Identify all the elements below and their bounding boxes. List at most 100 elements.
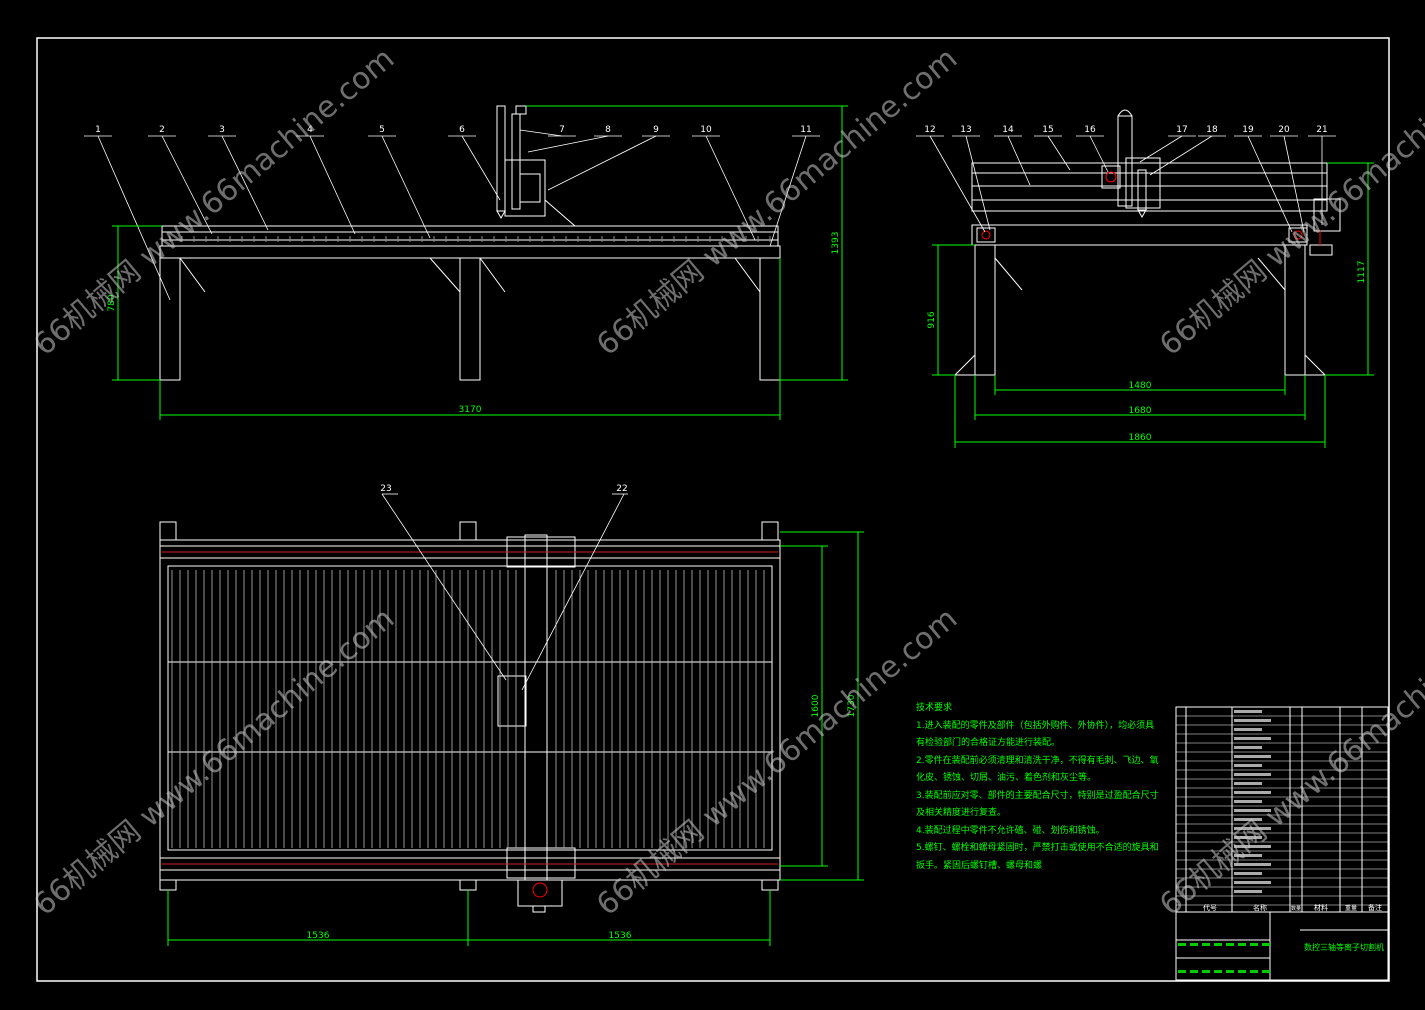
parts-list-entry xyxy=(1234,863,1271,866)
notes-line: 3.装配前应对零、部件的主要配合尺寸，特别是过盈配合尺寸 xyxy=(916,790,1159,801)
dim-top-depth-inner: 1600 xyxy=(811,694,821,717)
dim-side-width-1: 1480 xyxy=(1129,381,1152,391)
parts-list-entry xyxy=(1234,782,1262,785)
balloon-22: 22 xyxy=(616,484,627,494)
technical-requirements: 技术要求 1.进入装配的零件及部件（包括外购件、外协件），均必须具 有检验部门的… xyxy=(916,700,1159,875)
title-block-entry xyxy=(1190,970,1198,973)
balloon-20: 20 xyxy=(1278,125,1290,135)
leader-line xyxy=(1149,135,1213,176)
tb-col-note: 备注 xyxy=(1368,903,1382,912)
title-block-entry xyxy=(1262,970,1270,973)
parts-list-entry xyxy=(1234,719,1271,722)
leader-line xyxy=(527,135,609,153)
title-block-rows xyxy=(1176,715,1388,906)
title-block-entry xyxy=(1262,943,1270,946)
side-leaders xyxy=(916,135,1336,233)
leader-line xyxy=(309,135,356,235)
balloon-16: 16 xyxy=(1084,125,1096,135)
dim-front-total-height: 1393 xyxy=(831,232,841,255)
notes-line: 1.进入装配的零件及部件（包括外购件、外协件），均必须具 xyxy=(916,720,1155,731)
title-block-entry xyxy=(1214,970,1222,973)
balloon-5: 5 xyxy=(379,125,385,135)
title-block-entry xyxy=(1238,970,1246,973)
parts-list-entry xyxy=(1234,809,1271,812)
notes-line: 化皮、锈蚀、切屑、油污、着色剂和灰尘等。 xyxy=(916,773,1097,783)
title-block-entry xyxy=(1178,943,1186,946)
front-leaders xyxy=(84,129,820,301)
balloon-4: 4 xyxy=(307,125,313,135)
dim-side-height-table: 916 xyxy=(927,311,937,328)
leader-line xyxy=(221,135,269,231)
parts-list-entry xyxy=(1234,737,1271,740)
leader-line xyxy=(461,135,501,201)
leader-line xyxy=(769,135,807,247)
balloon-13: 13 xyxy=(960,125,971,135)
side-dimensions xyxy=(932,162,1374,448)
notes-line: 2.零件在装配前必须清理和清洗干净，不得有毛刺、飞边、氧 xyxy=(916,755,1159,766)
tb-col-qty: 数量 xyxy=(1291,905,1301,912)
title-block-entry xyxy=(1238,943,1246,946)
title-block-entry xyxy=(1226,970,1234,973)
balloon-12: 12 xyxy=(924,125,935,135)
balloon-1: 1 xyxy=(95,125,101,135)
tb-col-code: 代号 xyxy=(1203,903,1217,912)
title-block-entry xyxy=(1250,970,1258,973)
title-block-entry xyxy=(1250,943,1258,946)
notes-title: 技术要求 xyxy=(916,703,953,713)
leader-line xyxy=(519,129,563,137)
parts-list-entry xyxy=(1234,764,1262,767)
leader-line xyxy=(965,135,991,231)
leader-line xyxy=(381,135,431,239)
top-leaders xyxy=(381,493,628,691)
balloon-11: 11 xyxy=(800,125,811,135)
balloon-10: 10 xyxy=(700,125,712,135)
balloon-17: 17 xyxy=(1176,125,1187,135)
title-block-entry xyxy=(1226,943,1234,946)
dim-top-right: 1536 xyxy=(609,931,632,941)
parts-list-entry xyxy=(1234,728,1262,731)
top-dimensions xyxy=(167,531,864,946)
balloon-21: 21 xyxy=(1316,125,1327,135)
leader-line xyxy=(1247,135,1293,233)
side-view xyxy=(953,109,1341,376)
leader-line xyxy=(161,135,213,235)
balloon-15: 15 xyxy=(1042,125,1053,135)
parts-list-entry xyxy=(1234,755,1271,758)
leader-line xyxy=(547,135,657,191)
balloon-14: 14 xyxy=(1002,125,1014,135)
leader-line xyxy=(97,135,171,301)
notes-line: 有检验部门的合格证方能进行装配。 xyxy=(916,738,1061,748)
top-view xyxy=(159,521,781,913)
parts-list-entry xyxy=(1234,854,1262,857)
top-red-rails xyxy=(162,551,778,865)
parts-list-entry xyxy=(1234,881,1271,884)
parts-list-entry xyxy=(1234,746,1262,749)
parts-list-entry xyxy=(1234,773,1271,776)
dim-top-left: 1536 xyxy=(307,931,330,941)
parts-list-entry xyxy=(1234,800,1262,803)
notes-line: 4.装配过程中零件不允许磕、碰、划伤和锈蚀。 xyxy=(916,825,1105,836)
dim-side-width-3: 1860 xyxy=(1129,433,1152,443)
balloon-8: 8 xyxy=(605,125,611,135)
dim-side-width-2: 1680 xyxy=(1129,406,1152,416)
parts-list-entry xyxy=(1234,827,1271,830)
dim-side-height-total: 1117 xyxy=(1357,261,1367,284)
front-dimensions xyxy=(112,105,848,420)
balloon-23: 23 xyxy=(380,484,391,494)
parts-list-entry xyxy=(1234,845,1271,848)
leader-line xyxy=(1283,135,1305,233)
title-block-entry xyxy=(1214,943,1222,946)
notes-line: 5.螺钉、螺栓和螺母紧固时，严禁打击或使用不合适的旋具和 xyxy=(916,843,1159,853)
balloon-3: 3 xyxy=(219,125,225,135)
leader-line xyxy=(705,135,756,241)
tb-drawing-title: 数控三轴等离子切割机 xyxy=(1304,942,1384,952)
notes-line: 及相关精度进行复查。 xyxy=(916,808,1007,818)
leader-line xyxy=(1007,135,1031,186)
outer-border xyxy=(36,37,1390,982)
dim-front-length: 3170 xyxy=(459,405,482,415)
balloon-2: 2 xyxy=(159,125,165,135)
leader-line xyxy=(1047,135,1071,171)
front-slots xyxy=(169,236,771,242)
leader-line xyxy=(1139,135,1183,163)
leader-line xyxy=(929,135,986,233)
